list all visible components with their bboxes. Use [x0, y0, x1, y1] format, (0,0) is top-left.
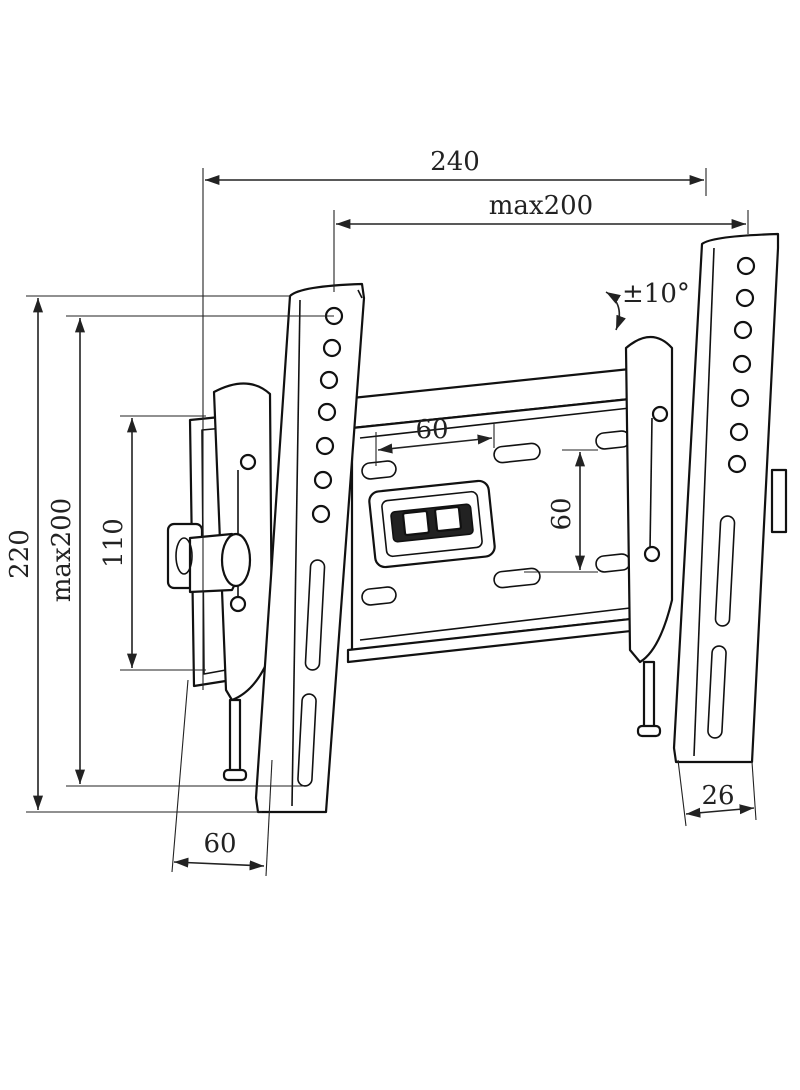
wall-plate-depth-label: 60: [203, 829, 236, 859]
left-arm-holes: [297, 306, 344, 787]
overall-width-label: 240: [430, 147, 480, 177]
dimension-max-vesa-width: max200: [333, 191, 749, 292]
max-vesa-height-label: max200: [47, 498, 77, 602]
arm-hole-span-label: 110: [99, 518, 129, 568]
wall-plate-hole-width-label: 60: [415, 415, 448, 445]
right-arm: [672, 232, 780, 764]
dimension-overall-height: 220: [5, 295, 290, 813]
max-vesa-width-label: max200: [489, 191, 593, 221]
tilt-indicator: ±10°: [605, 279, 690, 331]
dimension-arm-width: 26: [677, 759, 757, 827]
right-bolt: [636, 660, 662, 738]
center-latch: [368, 479, 496, 569]
dimension-wall-plate-hole-height: 60: [524, 449, 598, 573]
arm-width-label: 26: [701, 781, 734, 811]
overall-height-label: 220: [5, 529, 35, 579]
dimension-wall-plate-depth: 60: [171, 679, 273, 877]
dimension-overall-width: 240: [202, 147, 707, 690]
dimension-wall-plate-hole-width: 60: [375, 415, 495, 466]
dimension-max-vesa-height: max200: [47, 315, 334, 787]
right-tilt-assembly: [624, 335, 788, 738]
left-arm: [254, 282, 366, 814]
left-tilt-assembly: [166, 382, 274, 782]
tilt-label: ±10°: [622, 279, 690, 309]
wall-plate: [346, 366, 642, 664]
left-bolt: [222, 698, 248, 782]
wall-plate-hole-height-label: 60: [547, 497, 577, 530]
dimension-arm-hole-span: 110: [99, 415, 206, 671]
right-arm-holes: [707, 256, 756, 739]
